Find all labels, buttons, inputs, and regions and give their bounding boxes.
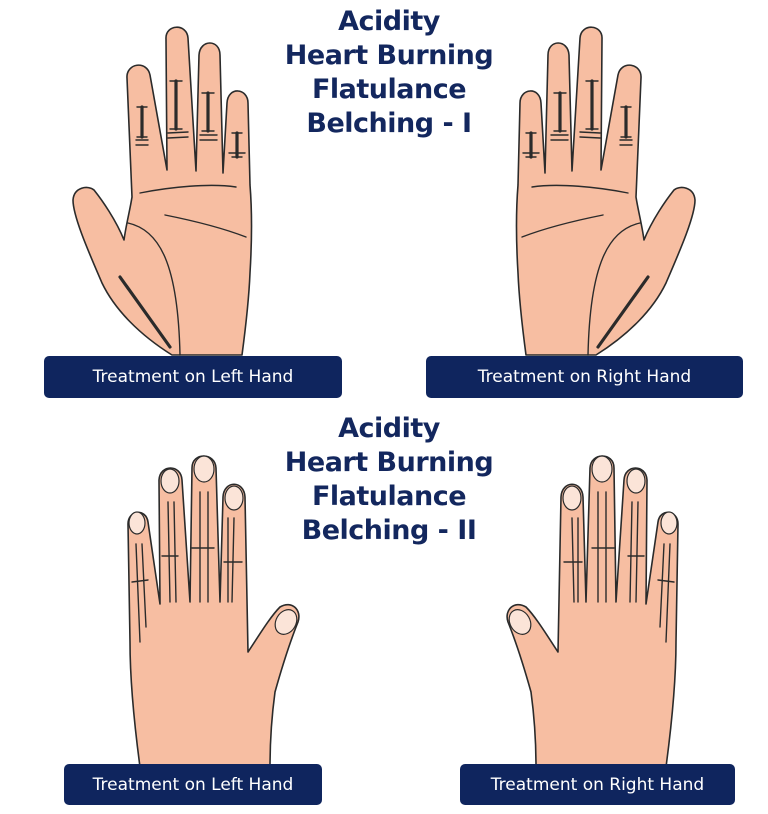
title-line-flatulance: Flatulance [311, 481, 467, 512]
left-palm-illustration [72, 26, 253, 356]
right-back-hand-illustration [506, 455, 679, 768]
left-palm-wrist-mark [118, 275, 172, 349]
title-line-acidity: Acidity [338, 6, 440, 37]
right-palm-lines [521, 184, 641, 356]
left-back-hand-nails [128, 455, 298, 635]
title-line-heart-burning: Heart Burning [284, 40, 494, 71]
title-line-heart-burning: Heart Burning [284, 447, 494, 478]
left-palm-lines [127, 184, 247, 356]
section1-right-hand-label: Treatment on Right Hand [426, 356, 743, 398]
right-back-hand-outline [506, 455, 679, 768]
left-back-hand-outline [127, 455, 300, 768]
left-palm-outline [72, 26, 253, 356]
right-palm-finger-creases [522, 131, 633, 154]
right-back-hand-nails [508, 455, 678, 635]
title-line-belching: Belching - II [301, 515, 477, 546]
right-back-hand-finger-lines [563, 491, 675, 643]
right-palm-outline [515, 26, 696, 356]
left-back-hand-illustration [127, 455, 300, 768]
section2-left-hand-label: Treatment on Left Hand [64, 764, 322, 805]
right-palm-finger-markings [525, 79, 632, 159]
section1-title: Acidity Heart Burning Flatulance Belchin… [234, 5, 544, 141]
left-palm-finger-markings [136, 79, 243, 159]
left-back-hand-finger-lines [131, 491, 243, 643]
left-palm-finger-creases [135, 131, 246, 154]
section2-right-hand-label: Treatment on Right Hand [460, 764, 735, 805]
right-palm-wrist-mark [596, 275, 650, 349]
title-line-acidity: Acidity [338, 413, 440, 444]
title-line-belching: Belching - I [306, 108, 472, 139]
right-palm-illustration [515, 26, 696, 356]
section2-title: Acidity Heart Burning Flatulance Belchin… [234, 412, 544, 548]
title-line-flatulance: Flatulance [311, 74, 467, 105]
section1-left-hand-label: Treatment on Left Hand [44, 356, 342, 398]
